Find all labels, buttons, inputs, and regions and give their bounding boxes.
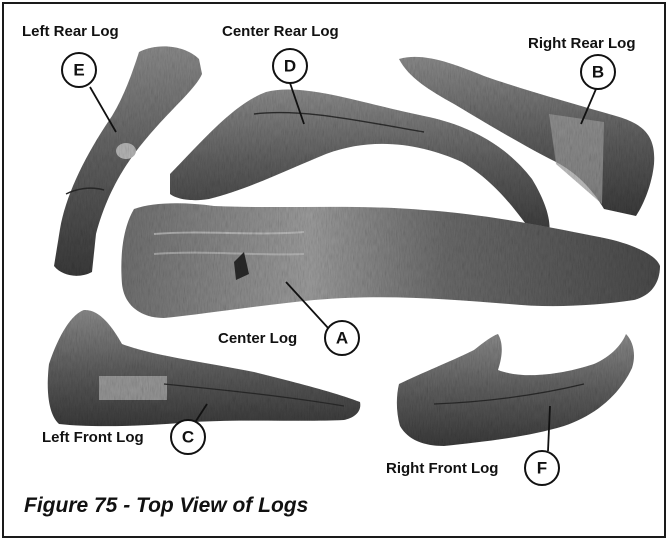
callout-e-letter: E <box>73 61 84 80</box>
callout-c: C <box>171 420 205 454</box>
log-a-shape <box>121 203 660 318</box>
callout-b: B <box>581 55 615 89</box>
callout-b-letter: B <box>592 63 604 82</box>
callout-a: A <box>325 321 359 355</box>
label-right-front-log: Right Front Log <box>386 460 498 477</box>
label-center-rear-log: Center Rear Log <box>222 23 339 40</box>
callout-f-letter: F <box>537 459 547 478</box>
callout-d-letter: D <box>284 57 296 76</box>
callout-a-letter: A <box>336 329 348 348</box>
logs-diagram: E D B A C F Left Rear Log Center Rear Lo… <box>4 4 664 536</box>
callout-f: F <box>525 451 559 485</box>
label-left-front-log: Left Front Log <box>42 429 144 446</box>
callout-c-letter: C <box>182 428 194 447</box>
callout-e: E <box>62 53 96 87</box>
label-center-log: Center Log <box>218 330 297 347</box>
log-f-shape <box>397 334 634 446</box>
figure-caption: Figure 75 - Top View of Logs <box>24 494 308 517</box>
label-left-rear-log: Left Rear Log <box>22 23 119 40</box>
callout-d: D <box>273 49 307 83</box>
label-right-rear-log: Right Rear Log <box>528 35 636 52</box>
leader-line-e <box>90 87 116 132</box>
